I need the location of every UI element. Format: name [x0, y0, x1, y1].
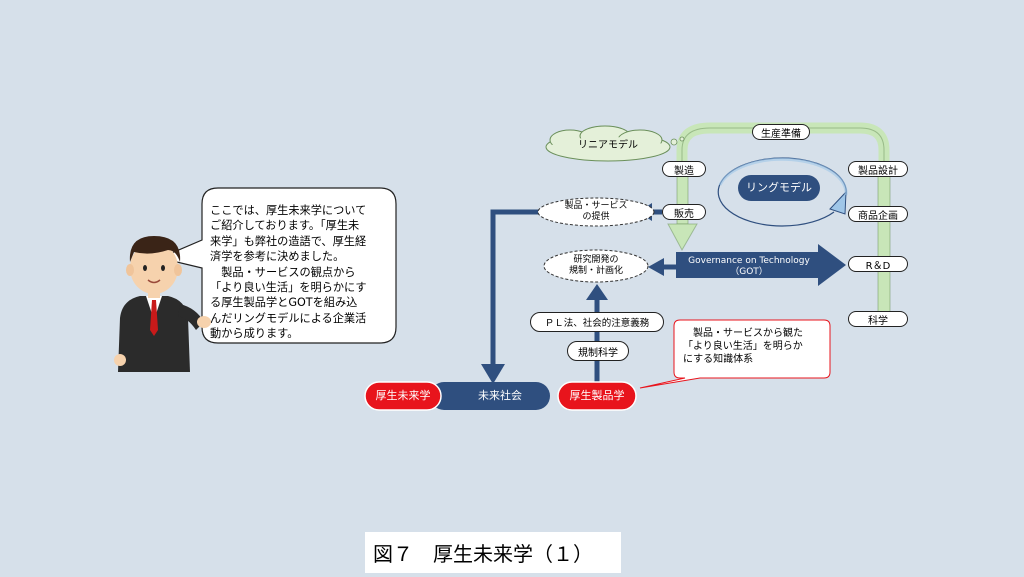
speech-bubble-text: ここでは、厚生未来学について ご紹介しております。「厚生未 来学」も弊社の造語で… [210, 204, 367, 341]
welfare-products-box [557, 381, 637, 411]
welfare-products-label: 厚生製品学 [569, 389, 625, 402]
pl-law-label: ＰＬ法、社会的注意義務 [530, 312, 664, 332]
ring-model-label: リングモデル [746, 181, 812, 194]
stage-rnd: R＆D [848, 256, 908, 272]
ring-down-arrow [667, 223, 698, 252]
future-society-label: 未来社会 [478, 389, 522, 402]
future-society-box [430, 382, 550, 410]
regulation-oval [543, 249, 649, 283]
stage-production-prep: 生産準備 [752, 124, 810, 140]
ring-right-bar [877, 167, 891, 317]
linear-model-cloud [545, 125, 685, 162]
future-welfare-box [364, 381, 442, 411]
stage-product-design: 製品設計 [848, 161, 908, 177]
got-label-line1: Governance on Technology [688, 256, 810, 266]
provision-oval-label: 製品・サービス の提供 [564, 201, 628, 222]
figure-caption: 図７ 厚生未来学（１） [365, 532, 621, 573]
callout-text: 製品・サービスから観た 「より良い生活」を明らか にする知識体系 [683, 328, 803, 365]
got-label-line2: （GOT） [730, 267, 768, 277]
future-welfare-label: 厚生未来学 [375, 389, 431, 402]
provision-oval [537, 197, 655, 227]
speech-bubble-shape [158, 187, 397, 344]
regulation-oval-label: 研究開発の 規制・計画化 [568, 255, 623, 276]
arrow-to-future-society [490, 209, 540, 368]
regulatory-science-label: 規制科学 [567, 341, 629, 361]
stage-sales: 販売 [662, 204, 706, 220]
linear-model-label: リニアモデル [578, 140, 638, 151]
stage-manufacturing: 製造 [662, 161, 706, 177]
callout-shape [639, 319, 831, 389]
got-arrow-shape [676, 244, 846, 286]
businessman-illustration [114, 236, 211, 372]
ring-model-box [738, 175, 820, 201]
stage-product-planning: 商品企画 [848, 206, 908, 222]
stage-science: 科学 [848, 311, 908, 327]
